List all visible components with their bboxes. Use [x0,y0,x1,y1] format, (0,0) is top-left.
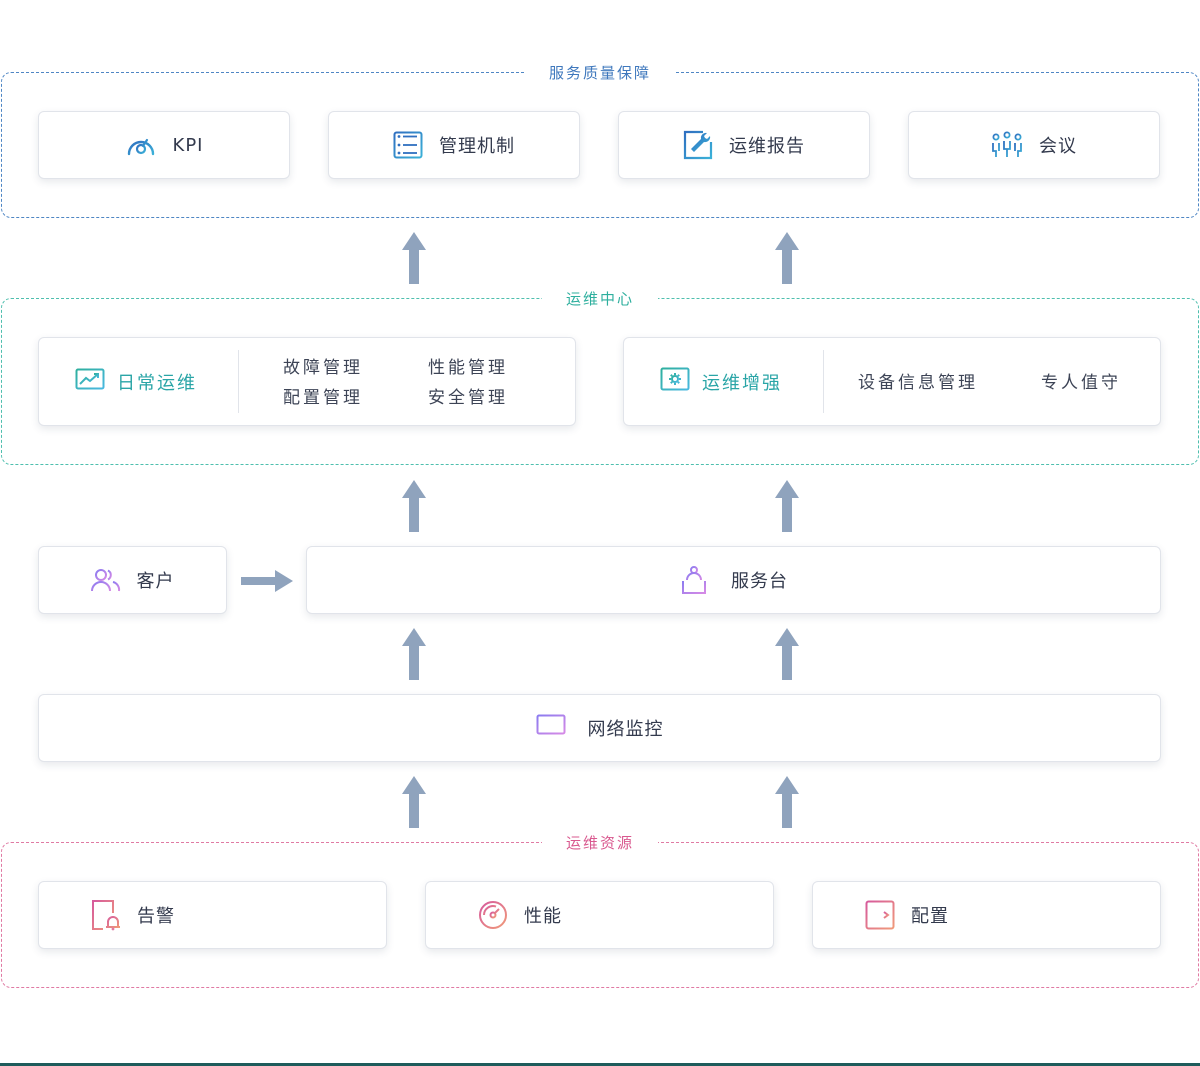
alarm-doc-icon [91,899,121,931]
divider [823,350,824,413]
sub-item-performance: 性能管理 [428,358,508,378]
alarm-label: 告警 [137,906,175,927]
service-desk-label: 服务台 [731,571,788,592]
monitor-icon [536,714,566,742]
sub-item-dedicated-duty: 专人值守 [1041,373,1121,393]
configuration-card[interactable]: 配置 [812,881,1161,949]
config-list-icon [865,900,895,930]
bottom-rule [0,1063,1200,1066]
up-arrow [402,628,426,680]
up-arrow [402,232,426,284]
group-title-ops-center: 运维中心 [541,289,659,309]
network-monitor-label: 网络监控 [587,719,664,740]
right-arrow [241,570,293,592]
network-monitor-card[interactable]: 网络监控 [38,694,1161,762]
service-quality-group: 服务质量保障 [1,63,1199,218]
sub-item-device-info: 设备信息管理 [858,373,978,393]
daily-ops-card[interactable]: 日常运维 故障管理 性能管理 配置管理 安全管理 [38,337,576,426]
kpi-label: KPI [172,134,204,156]
kpi-card[interactable]: KPI [38,111,290,179]
daily-ops-label: 日常运维 [117,372,197,394]
alarm-card[interactable]: 告警 [38,881,387,949]
wrench-document-icon [683,130,713,160]
up-arrow [775,628,799,680]
ops-center-group: 运维中心 [1,289,1199,465]
gauge-icon [478,900,508,930]
customer-label: 客户 [136,571,175,592]
up-arrow [775,480,799,532]
service-desk-icon [679,566,709,594]
meeting-card[interactable]: 会议 [908,111,1160,179]
group-title-ops-resources: 运维资源 [541,833,659,853]
monitor-chart-icon [75,368,105,396]
management-mechanism-label: 管理机制 [439,136,515,157]
sub-item-config: 配置管理 [283,388,363,408]
speedometer-icon [125,132,157,158]
performance-card[interactable]: 性能 [425,881,774,949]
up-arrow [402,776,426,828]
management-mechanism-card[interactable]: 管理机制 [328,111,580,179]
sub-item-security: 安全管理 [428,388,508,408]
divider [238,350,239,413]
configuration-label: 配置 [911,906,949,927]
customer-card[interactable]: 客户 [38,546,227,614]
ops-report-card[interactable]: 运维报告 [618,111,870,179]
ops-enhance-label: 运维增强 [702,372,782,394]
ops-report-label: 运维报告 [729,136,805,157]
users-icon [90,568,121,592]
up-arrow [402,480,426,532]
service-desk-card[interactable]: 服务台 [306,546,1161,614]
performance-label: 性能 [524,906,562,927]
meeting-label: 会议 [1039,136,1077,157]
ops-enhance-card[interactable]: 运维增强 设备信息管理 专人值守 [623,337,1161,426]
up-arrow [775,232,799,284]
sub-item-fault: 故障管理 [283,358,363,378]
server-list-icon [393,131,423,159]
group-title-service-quality: 服务质量保障 [524,63,676,83]
meeting-people-icon [991,131,1023,159]
up-arrow [775,776,799,828]
ops-resources-group: 运维资源 [1,833,1199,988]
gear-screen-icon [660,367,690,397]
